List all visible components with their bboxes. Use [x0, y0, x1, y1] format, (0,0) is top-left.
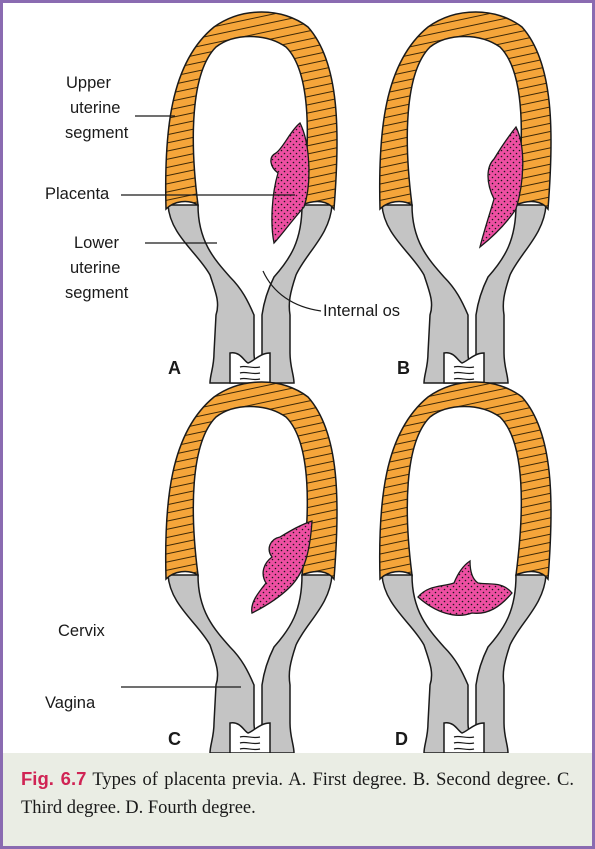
panel-letter-a: A [168, 358, 181, 378]
panel-a-uterus [166, 12, 337, 383]
label-vagina: Vagina [45, 694, 96, 712]
label-placenta: Placenta [45, 185, 110, 203]
label-upper-3: segment [65, 124, 129, 142]
panel-letter-d: D [395, 729, 408, 749]
label-lower-2: uterine [70, 259, 120, 277]
label-internal-os: Internal os [323, 302, 400, 320]
caption-text: Types of placenta previa. A. First degre… [21, 770, 574, 818]
label-lower-1: Lower [74, 234, 119, 252]
panel-d-uterus [380, 382, 551, 753]
panel-b-uterus [380, 12, 551, 383]
label-lower-3: segment [65, 284, 129, 302]
label-cervix: Cervix [58, 622, 106, 640]
figure-caption: Fig. 6.7 Types of placenta previa. A. Fi… [3, 753, 592, 846]
placenta-d [418, 561, 512, 615]
label-upper-1: Upper [66, 74, 111, 92]
panel-letter-c: C [168, 729, 181, 749]
panel-c-uterus [166, 382, 337, 753]
panel-letter-b: B [397, 358, 410, 378]
label-upper-2: uterine [70, 99, 120, 117]
placenta-previa-diagram: Upper uterine segment Placenta Lower ute… [3, 3, 592, 753]
figure-number: Fig. 6.7 [21, 768, 86, 789]
